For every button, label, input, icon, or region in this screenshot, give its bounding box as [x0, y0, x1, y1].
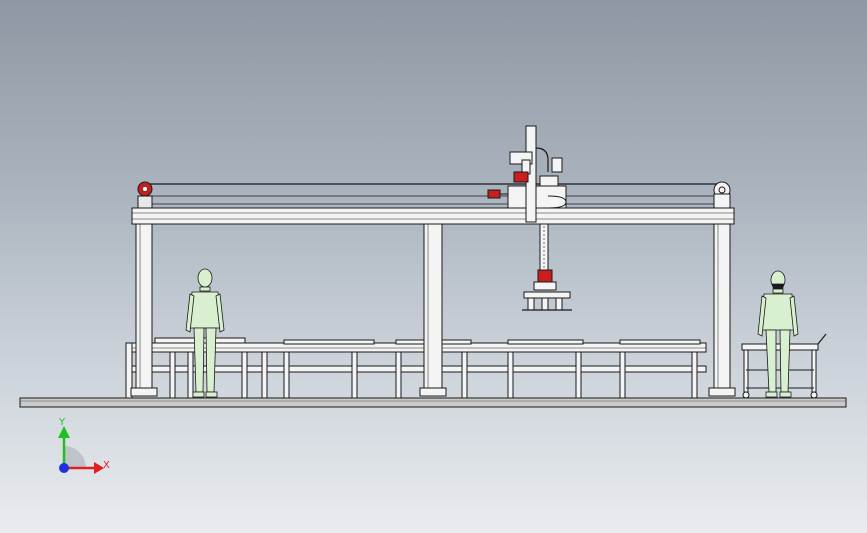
triad-x-label: X [103, 460, 110, 471]
operator-mannequin-left [185, 268, 225, 398]
gantry-carriage [487, 125, 567, 223]
coordinate-triad: Y X [58, 417, 110, 474]
gantry-beam [131, 181, 735, 225]
operator-mannequin-right [757, 270, 799, 398]
triad-x-arrowhead [94, 462, 104, 474]
x-axis-motor [137, 181, 153, 197]
z-axis-gripper [522, 223, 572, 311]
triad-y-arrowhead [58, 426, 70, 438]
triad-z-axis [59, 463, 69, 473]
triad-y-label: Y [58, 417, 66, 428]
triad-rotation-arc [64, 446, 86, 468]
floor-plate [19, 397, 847, 408]
